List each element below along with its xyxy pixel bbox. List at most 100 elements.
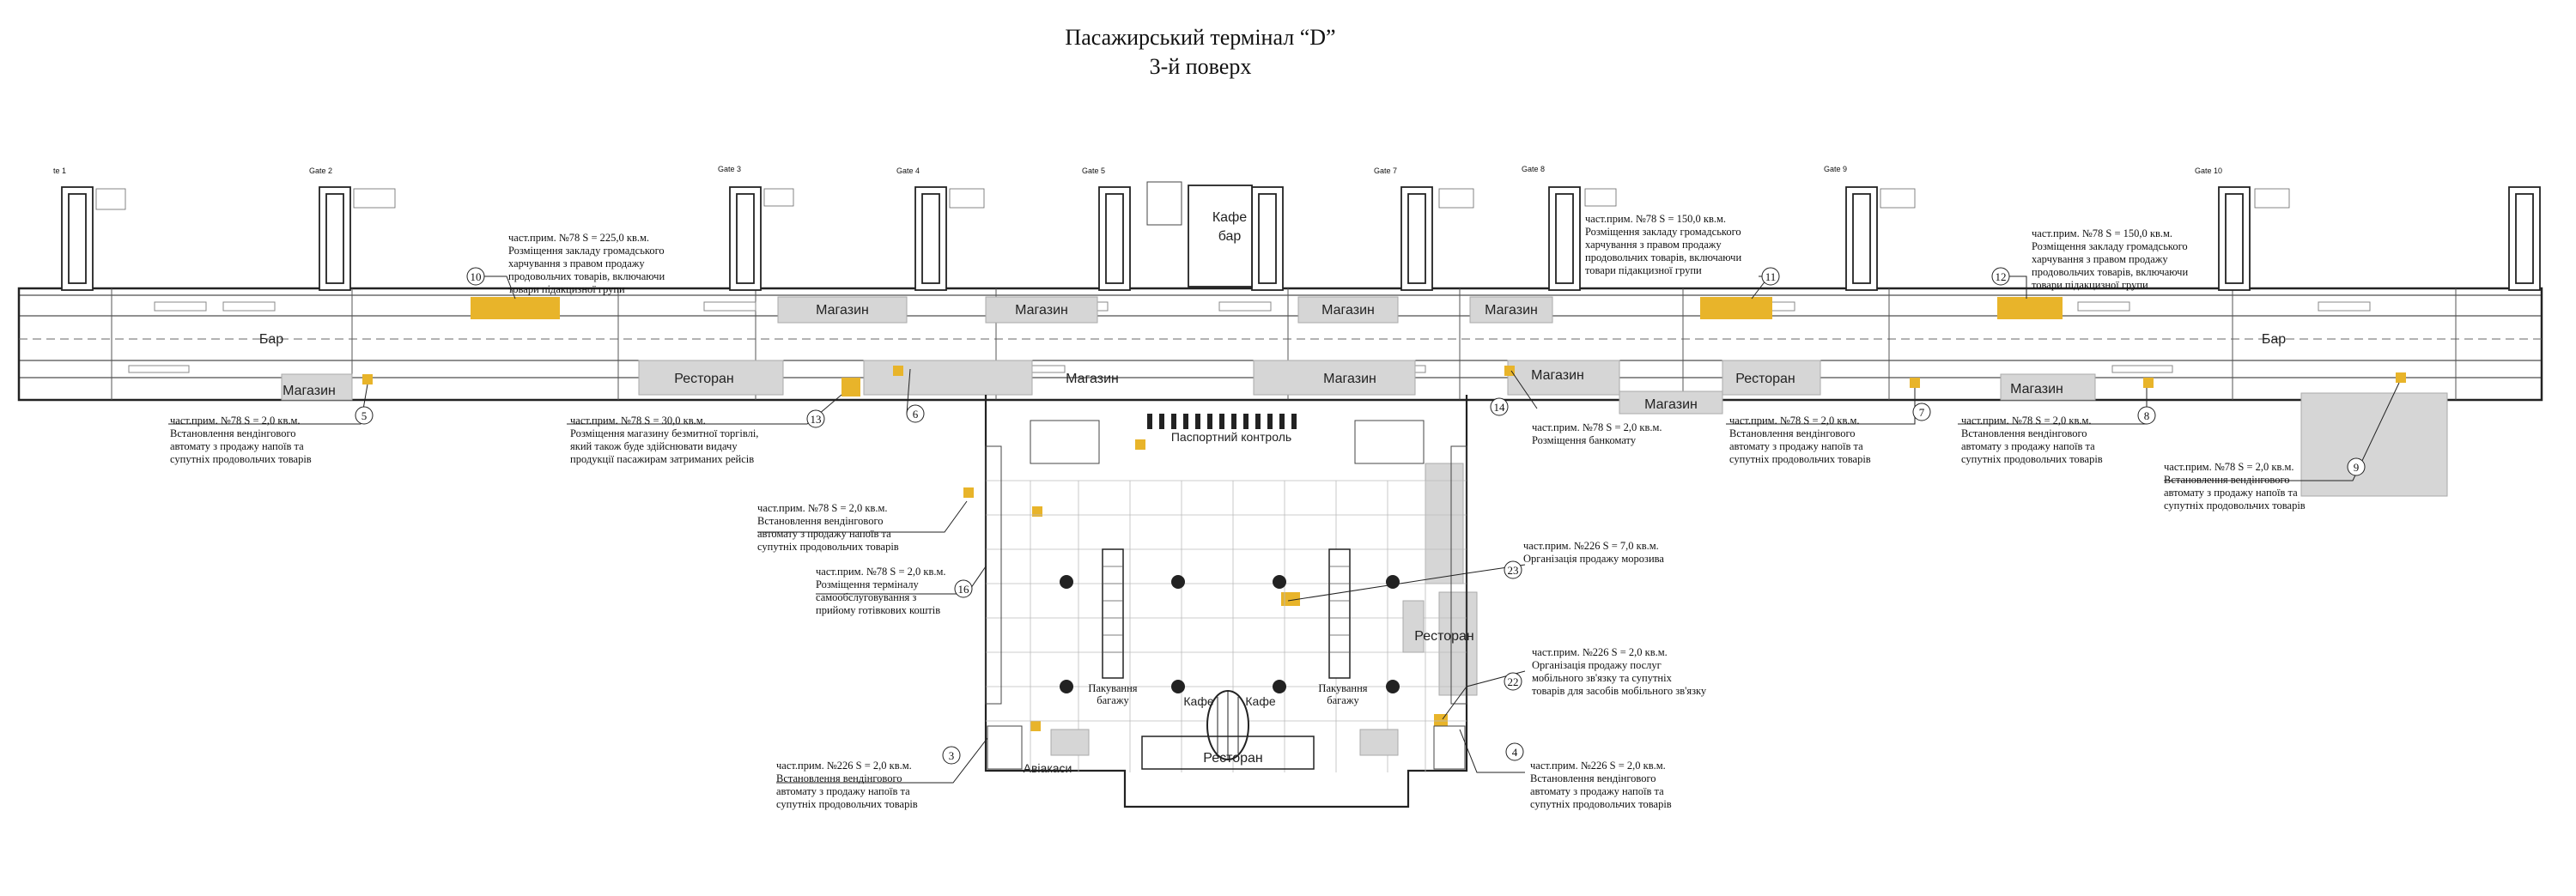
annotation-9-line: Встановлення вендінгового xyxy=(2164,474,2290,486)
marker-9: 9 xyxy=(2354,461,2360,474)
annotation-6-line: Встановлення вендінгового xyxy=(757,515,884,527)
gate-label-4: Gate 4 xyxy=(896,166,920,175)
zone-bar-right: Бар xyxy=(2262,332,2286,347)
concession-highlights xyxy=(362,297,2406,731)
annotation-23-line: Організація продажу морозива xyxy=(1523,553,1664,565)
annotation-4: част.прим. №226 S = 2,0 кв.м. Встановлен… xyxy=(1530,760,1672,810)
annotation-12: част.прим. №78 S = 150,0 кв.м. Розміщенн… xyxy=(2032,227,2188,291)
annotation-22: част.прим. №226 S = 2,0 кв.м. Організаці… xyxy=(1532,646,1707,697)
zone-magazin-6: Магазин xyxy=(1066,372,1119,386)
zone-restoran-3: Ресторан xyxy=(1414,629,1474,644)
marker-3: 3 xyxy=(949,749,955,762)
annotation-12-line: Розміщення закладу громадського xyxy=(2032,240,2188,252)
annotation-22-line: товарів для засобів мобільного зв'язку xyxy=(1532,685,1707,697)
zone-magazin-5: Магазин xyxy=(283,384,336,398)
zone-restoran-4: Ресторан xyxy=(1203,751,1263,766)
annotation-12-line: част.прим. №78 S = 150,0 кв.м. xyxy=(2032,227,2172,239)
annotation-14-line: част.прим. №78 S = 2,0 кв.м. xyxy=(1532,421,1662,433)
zone-magazin-2: Магазин xyxy=(1015,303,1068,318)
annotation-22-line: част.прим. №226 S = 2,0 кв.м. xyxy=(1532,646,1668,658)
marker-13: 13 xyxy=(811,413,822,426)
annotation-6: част.прим. №78 S = 2,0 кв.м. Встановленн… xyxy=(757,502,899,553)
annotation-3-line: супутніх продовольчих товарів xyxy=(776,798,918,810)
annotation-8-line: супутніх продовольчих товарів xyxy=(1961,453,2103,465)
annotation-23: част.прим. №226 S = 7,0 кв.м. Організаці… xyxy=(1523,540,1664,565)
annotation-13-line: част.прим. №78 S = 30,0 кв.м. xyxy=(570,415,706,427)
annotation-16-line: самообслуговування з xyxy=(816,591,916,603)
annotation-14-line: Розміщення банкомату xyxy=(1532,434,1637,446)
zone-kafe-right: Кафе xyxy=(1245,694,1275,708)
annotation-6-line: супутніх продовольчих товарів xyxy=(757,541,899,553)
zone-bar-left: Бар xyxy=(259,332,283,347)
annotation-4-line: супутніх продовольчих товарів xyxy=(1530,798,1672,810)
annotation-8-line: автомату з продажу напоїв та xyxy=(1961,440,2095,452)
annotation-3-line: автомату з продажу напоїв та xyxy=(776,785,910,797)
annotation-10: част.прим. №78 S = 225,0 кв.м. Розміщенн… xyxy=(508,232,665,295)
marker-12: 12 xyxy=(1996,270,2007,283)
annotation-4-line: част.прим. №226 S = 2,0 кв.м. xyxy=(1530,760,1666,772)
annotation-10-line: харчування з правом продажу xyxy=(508,257,645,269)
zone-magazin-9: Магазин xyxy=(1644,397,1698,412)
annotation-12-line: товари підакцизної групи xyxy=(2032,279,2148,291)
annotation-4-line: автомату з продажу напоїв та xyxy=(1530,785,1664,797)
zone-baggage-right: Пакування xyxy=(1318,682,1367,694)
annotation-7-line: Встановлення вендінгового xyxy=(1729,427,1856,439)
annotation-13-line: який також буде здійснювати видачу xyxy=(570,440,738,452)
annotation-13-line: Розміщення магазину безмитної торгівлі, xyxy=(570,427,758,439)
annotation-10-line: част.прим. №78 S = 225,0 кв.м. xyxy=(508,232,649,244)
marker-16: 16 xyxy=(958,583,970,596)
marker-14: 14 xyxy=(1494,401,1506,414)
annotation-3-line: част.прим. №226 S = 2,0 кв.м. xyxy=(776,760,912,772)
annotation-7-line: автомату з продажу напоїв та xyxy=(1729,440,1863,452)
annotation-8: част.прим. №78 S = 2,0 кв.м. Встановленн… xyxy=(1961,415,2103,465)
annotation-11-line: харчування з правом продажу xyxy=(1585,239,1722,251)
marker-10: 10 xyxy=(471,270,482,283)
zone-baggage-right-2: багажу xyxy=(1327,694,1359,706)
annotation-16-line: Розміщення терміналу xyxy=(816,578,920,590)
gate-label-5: Gate 5 xyxy=(1082,166,1105,175)
annotation-11-line: продовольчих товарів, включаючи xyxy=(1585,251,1741,263)
gate-label-2: Gate 2 xyxy=(309,166,332,175)
annotation-5-line: Встановлення вендінгового xyxy=(170,427,296,439)
marker-5: 5 xyxy=(361,409,368,422)
annotation-11: част.прим. №78 S = 150,0 кв.м. Розміщенн… xyxy=(1585,213,1741,276)
zone-aviakasy: Авіакаси xyxy=(1024,761,1072,775)
zone-restoran-2: Ресторан xyxy=(1735,372,1795,386)
zone-magazin-10: Магазин xyxy=(2010,382,2063,397)
annotation-5-line: част.прим. №78 S = 2,0 кв.м. xyxy=(170,415,301,427)
annotation-14: част.прим. №78 S = 2,0 кв.м. Розміщення … xyxy=(1532,421,1662,446)
annotation-9-line: супутніх продовольчих товарів xyxy=(2164,499,2306,512)
zone-magazin-1: Магазин xyxy=(816,303,869,318)
zone-baggage-left-2: багажу xyxy=(1097,694,1129,706)
zone-passport-control: Паспортний контроль xyxy=(1171,430,1291,444)
annotation-4-line: Встановлення вендінгового xyxy=(1530,772,1656,784)
zone-kafe-left: Кафе xyxy=(1183,694,1213,708)
plan-title: Пасажирський термінал “D” xyxy=(1065,25,1335,50)
marker-23: 23 xyxy=(1508,564,1519,577)
marker-22: 22 xyxy=(1508,675,1519,688)
gate-label-7: Gate 7 xyxy=(1374,166,1397,175)
annotation-16: част.прим. №78 S = 2,0 кв.м. Розміщення … xyxy=(816,566,946,616)
annotation-23-line: част.прим. №226 S = 7,0 кв.м. xyxy=(1523,540,1659,552)
zone-kafe-bar-bottom: бар xyxy=(1218,229,1242,244)
annotation-22-line: мобільного зв'язку та супутніх xyxy=(1532,672,1673,684)
annotation-5-line: супутніх продовольчих товарів xyxy=(170,453,312,465)
annotation-13: част.прим. №78 S = 30,0 кв.м. Розміщення… xyxy=(570,415,758,465)
zone-restoran-1: Ресторан xyxy=(674,372,734,386)
central-hall xyxy=(984,395,1468,808)
annotation-13-line: продукції пасажирам затриманих рейсів xyxy=(570,453,754,465)
marker-7: 7 xyxy=(1919,406,1925,419)
plan-subtitle: 3-й поверх xyxy=(1150,54,1252,79)
annotation-7-line: супутніх продовольчих товарів xyxy=(1729,453,1871,465)
annotation-22-line: Організація продажу послуг xyxy=(1532,659,1662,671)
zone-magazin-7: Магазин xyxy=(1323,372,1376,386)
annotation-8-line: Встановлення вендінгового xyxy=(1961,427,2087,439)
annotation-9: част.прим. №78 S = 2,0 кв.м. Встановленн… xyxy=(2164,461,2306,512)
annotation-16-line: част.прим. №78 S = 2,0 кв.м. xyxy=(816,566,946,578)
gate-label-10: Gate 10 xyxy=(2195,166,2222,175)
annotation-5-line: автомату з продажу напоїв та xyxy=(170,440,304,452)
annotation-11-line: товари підакцизної групи xyxy=(1585,264,1702,276)
annotation-12-line: харчування з правом продажу xyxy=(2032,253,2168,265)
marker-6: 6 xyxy=(913,408,919,421)
